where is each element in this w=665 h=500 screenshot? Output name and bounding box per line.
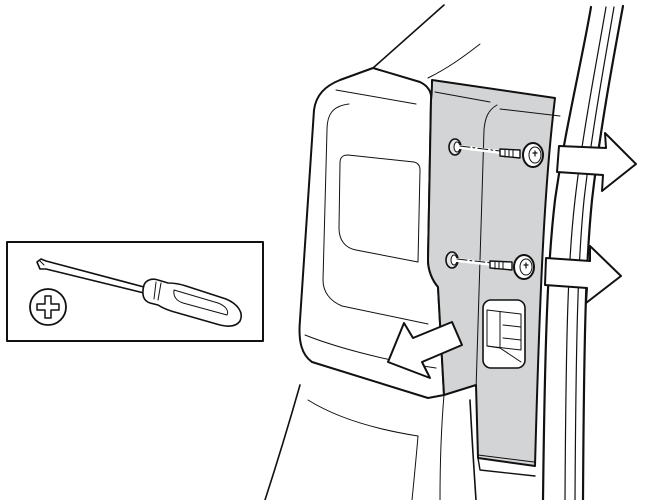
panel-clip-window xyxy=(482,299,526,369)
screw-lower xyxy=(445,251,535,280)
pull-arrow-lower xyxy=(544,245,622,304)
screwdriver-icon xyxy=(36,258,242,327)
pull-arrow-upper xyxy=(556,132,637,192)
phillips-head-icon xyxy=(29,288,67,326)
screw-upper xyxy=(448,138,544,168)
door-frame-lines xyxy=(541,4,625,500)
pull-arrow-bottom xyxy=(387,321,463,379)
vehicle-body-lines xyxy=(264,4,481,500)
pillar-trim-panel xyxy=(427,79,561,477)
tool-inset xyxy=(6,241,264,342)
